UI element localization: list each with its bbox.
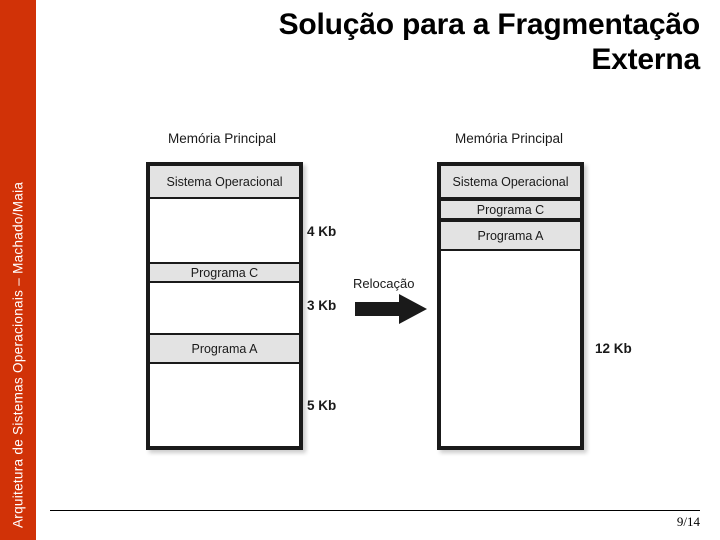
left-memory-caption: Memória Principal: [168, 131, 277, 146]
left-segment-programa-c: Programa C: [150, 262, 299, 283]
left-segment-free-2: [150, 283, 299, 333]
page-number: 9/14: [676, 514, 700, 529]
footer-divider: [50, 510, 700, 511]
relocation-label: Relocação: [353, 276, 415, 291]
page-title-line2: Externa: [591, 42, 700, 76]
left-segment-free-1: [150, 199, 299, 262]
left-segment-free-3: [150, 364, 299, 446]
right-segment-programa-a: Programa A: [441, 220, 580, 251]
left-annotation-3kb: 3 Kb: [307, 298, 337, 313]
left-segment-os: Sistema Operacional: [150, 166, 299, 199]
right-segment-os: Sistema Operacional: [441, 166, 580, 199]
left-memory-box: Sistema Operacional Programa C Programa …: [146, 162, 303, 450]
right-segment-programa-c: Programa C: [441, 199, 580, 220]
right-memory-caption: Memória Principal: [455, 131, 564, 146]
page-title-line1: Solução para a Fragmentação: [278, 8, 701, 41]
left-annotation-4kb: 4 Kb: [307, 224, 337, 239]
page-title: Solução para a Fragmentação Externa: [60, 8, 701, 78]
arrow-right-icon: [355, 294, 427, 329]
left-segment-programa-a: Programa A: [150, 333, 299, 364]
sidebar-bar: Arquitetura de Sistemas Operacionais – M…: [0, 0, 36, 540]
sidebar-course-label: Arquitetura de Sistemas Operacionais – M…: [10, 181, 26, 528]
left-annotation-5kb: 5 Kb: [307, 398, 337, 413]
right-memory-box: Sistema Operacional Programa C Programa …: [437, 162, 584, 450]
right-segment-free: [441, 251, 580, 446]
right-annotation-12kb: 12 Kb: [595, 341, 632, 356]
